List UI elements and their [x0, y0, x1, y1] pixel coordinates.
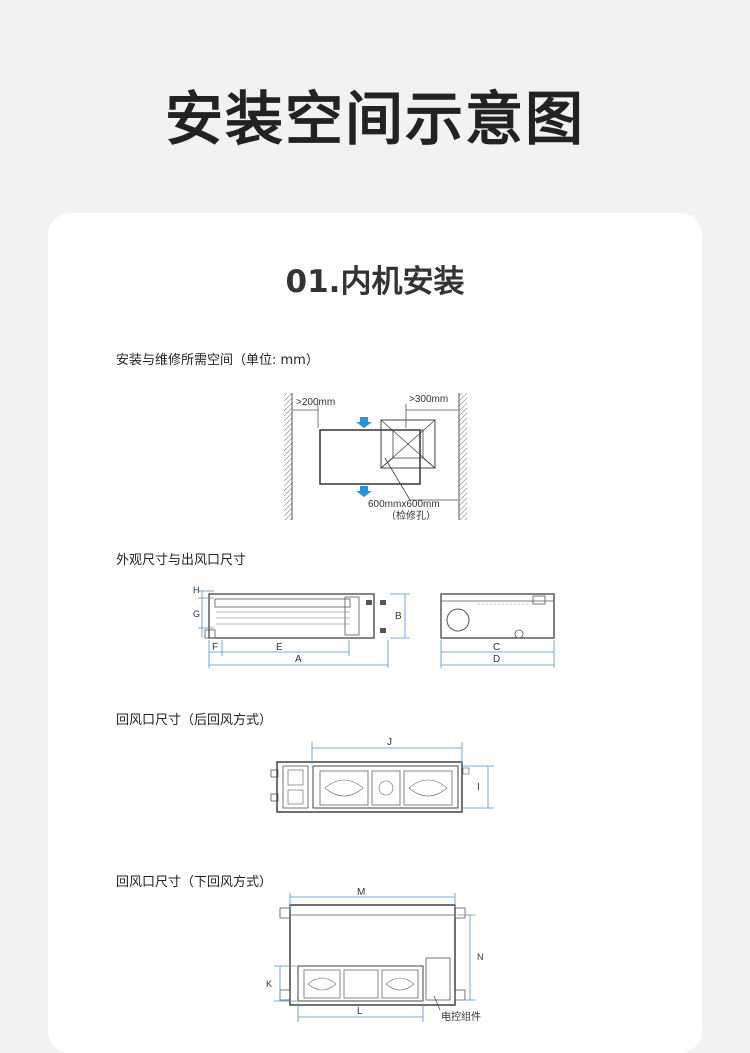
inspection-hole [380, 419, 436, 469]
dim-f: F [212, 642, 218, 653]
dim-j: J [387, 737, 392, 748]
outline-front-view: C D [440, 593, 555, 668]
right-clearance-label: >300mm [409, 394, 448, 405]
section-title: 01.内机安装 [285, 264, 465, 300]
dim-h: H [193, 585, 200, 595]
label-outline-dimensions: 外观尺寸与出风口尺寸 [116, 553, 247, 568]
dim-a: A [295, 654, 302, 665]
label-install-space: 安装与维修所需空间（单位: mm） [116, 353, 319, 368]
inspection-hole-label: （检修孔） [386, 509, 436, 522]
inspection-hole-size: 600mmx600mm [368, 499, 440, 510]
control-box-label: 电控组件 [441, 1010, 481, 1023]
dim-k: K [266, 979, 272, 989]
dim-d: D [493, 654, 500, 665]
dim-b: B [395, 611, 402, 622]
dim-n: N [477, 952, 484, 962]
right-wall [459, 393, 467, 520]
page-title: 安装空间示意图 [164, 85, 585, 153]
dim-g: G [193, 609, 200, 619]
label-bottom-return: 回风口尺寸（下回风方式） [116, 875, 273, 890]
bottom-return-diagram: M N K L 电控组件 [266, 887, 484, 1023]
dim-e: E [276, 642, 283, 653]
dim-c: C [493, 642, 500, 653]
dim-i: I [477, 782, 480, 793]
dim-l: L [357, 1006, 363, 1017]
left-wall [284, 393, 292, 520]
air-in-arrow-icon [356, 417, 372, 428]
label-rear-return: 回风口尺寸（后回风方式） [116, 713, 273, 728]
indoor-unit [319, 429, 421, 485]
left-clearance-label: >200mm [296, 397, 335, 408]
air-out-arrow-icon [356, 486, 372, 497]
dim-m: M [357, 887, 365, 898]
install-space-diagram: >200mm >300mm 600mmx600mm （检修孔） [284, 393, 467, 522]
rear-return-diagram: J I [270, 737, 494, 813]
outline-side-view: H G B F E A [193, 585, 410, 668]
